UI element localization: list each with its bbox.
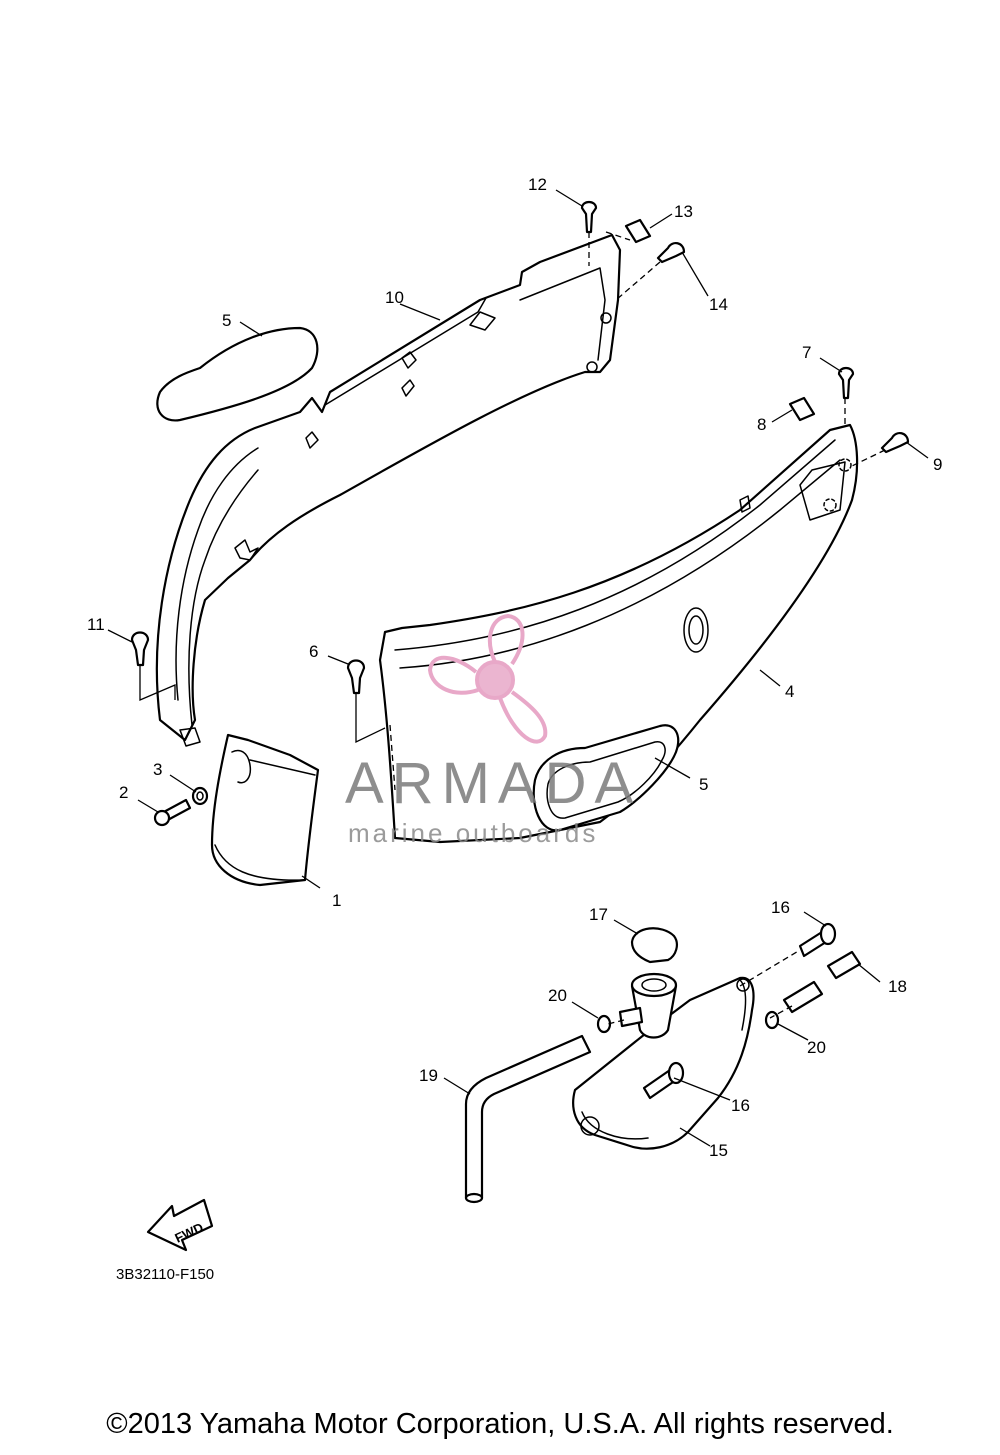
leader-lines xyxy=(107,189,929,1147)
part-13-nut xyxy=(624,218,652,244)
part-15-reservoir-tank xyxy=(572,976,755,1150)
callout-5-lower: 5 xyxy=(699,775,708,794)
fwd-arrow-icon: FWD xyxy=(146,1198,214,1252)
part-14-grommet xyxy=(656,242,686,264)
part-5-emblem xyxy=(532,724,680,832)
part-3-washer xyxy=(191,786,209,806)
watermark-brand: ARMADA xyxy=(345,751,641,816)
part-1-front-cover xyxy=(210,733,320,887)
part-4-side-cover xyxy=(378,423,859,844)
callout-1: 1 xyxy=(332,891,341,910)
part-20-clamp-right xyxy=(764,1010,780,1030)
callout-7: 7 xyxy=(802,343,811,362)
watermark-logo: ARMADA marine outboards xyxy=(345,613,641,848)
part-18-collar xyxy=(782,950,862,1014)
part-2-screw xyxy=(153,798,192,827)
callout-20-right: 20 xyxy=(807,1038,826,1057)
part-19-hose xyxy=(464,1034,592,1204)
watermark-tagline: marine outboards xyxy=(348,818,598,848)
callout-4: 4 xyxy=(785,682,794,701)
callout-15: 15 xyxy=(709,1141,728,1160)
part-12-screw xyxy=(580,200,598,234)
callout-2: 2 xyxy=(119,783,128,802)
part-11-grommet xyxy=(130,631,150,667)
callout-13: 13 xyxy=(674,202,693,221)
callout-3: 3 xyxy=(153,760,162,779)
part-9-grommet xyxy=(880,432,910,454)
callout-9: 9 xyxy=(933,455,942,474)
part-17-cap xyxy=(630,927,678,964)
part-16-bolt-upper xyxy=(798,922,837,958)
part-5-emblem-pad xyxy=(156,326,319,422)
callout-labels: 1 2 3 4 5 5 6 7 8 9 10 11 12 13 14 15 16… xyxy=(87,175,942,1160)
callout-18: 18 xyxy=(888,977,907,996)
callout-20-left: 20 xyxy=(548,986,567,1005)
callout-16-upper: 16 xyxy=(771,898,790,917)
propeller-icon xyxy=(427,613,548,744)
part-6-grommet xyxy=(346,659,366,695)
part-15-filler-neck xyxy=(618,972,678,1039)
assembly-lines xyxy=(139,231,886,1025)
callout-11: 11 xyxy=(87,615,105,634)
diagram-code: 3B32110-F150 xyxy=(116,1266,214,1283)
callout-16-lower: 16 xyxy=(731,1096,750,1115)
callout-6: 6 xyxy=(309,642,318,661)
part-8-nut xyxy=(788,396,816,422)
callout-12: 12 xyxy=(528,175,547,194)
part-7-screw xyxy=(837,366,855,400)
callout-17: 17 xyxy=(589,905,608,924)
callout-10: 10 xyxy=(385,288,404,307)
callout-19: 19 xyxy=(419,1066,438,1085)
callout-5-upper: 5 xyxy=(222,311,231,330)
part-10-side-cover-frame xyxy=(155,233,622,747)
callout-8: 8 xyxy=(757,415,766,434)
callout-14: 14 xyxy=(709,295,728,314)
part-16-bolt-lower xyxy=(642,1061,685,1100)
copyright-notice: ©2013 Yamaha Motor Corporation, U.S.A. A… xyxy=(106,1408,894,1440)
part-20-clamp-left xyxy=(596,1014,612,1034)
